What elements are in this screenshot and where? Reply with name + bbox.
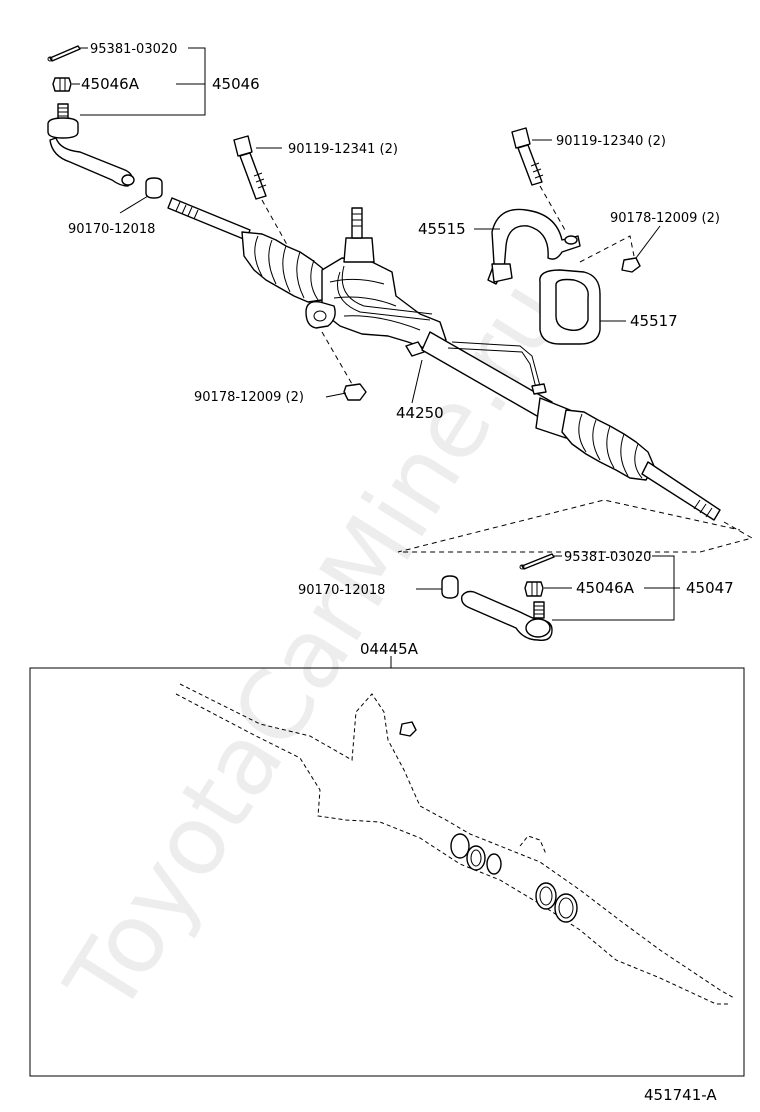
cotter-pin-right-icon — [519, 553, 555, 570]
label-washer-left: 90170-12018 — [68, 222, 155, 237]
gear-housing-icon — [305, 207, 447, 357]
bracket-nut-icon — [621, 257, 641, 273]
castle-nut-left-icon — [52, 77, 72, 92]
label-bolt-upper-left: 90119-12341 (2) — [288, 142, 398, 157]
rack-boot-right-icon — [561, 409, 655, 481]
rack-boot-left-icon — [241, 231, 329, 303]
label-tie-rod-end-left: 45046 — [212, 75, 260, 93]
rack-assembly-group: 90178-12009 (2) 44250 — [167, 197, 721, 521]
washer-left-icon — [145, 177, 163, 199]
label-nut-bracket: 90178-12009 (2) — [610, 211, 720, 226]
seal-nut-icon — [399, 721, 417, 737]
label-gasket-kit: 04445A — [360, 640, 419, 658]
rack-tube-icon — [421, 331, 571, 439]
bracket-group: 45515 90178-12009 (2) 45517 — [418, 208, 720, 345]
diagram-code: 451741-A — [644, 1086, 717, 1104]
label-nut-left: 45046A — [81, 75, 140, 93]
label-bolt-upper-right: 90119-12340 (2) — [556, 134, 666, 149]
gasket-kit-group: 04445A — [29, 640, 745, 1077]
mount-nut-icon — [343, 383, 367, 401]
label-cotter-pin-left: 95381-03020 — [90, 42, 177, 57]
rack-rod-right-icon — [641, 461, 721, 521]
label-cotter-pin-right: 95381-03020 — [564, 550, 651, 565]
rack-ghost-outline — [175, 683, 735, 1005]
cotter-pin-left-icon — [47, 45, 81, 62]
tie-rod-end-right-icon — [460, 590, 553, 641]
right-tie-rod-end-group: 95381-03020 45046A 45047 90170-12018 — [298, 550, 734, 641]
label-rack-assembly: 44250 — [396, 404, 444, 422]
label-bracket: 45515 — [418, 220, 466, 238]
seal-rings-icon — [450, 833, 578, 923]
upper-bolt-right-group: 90119-12340 (2) — [511, 127, 666, 231]
gasket-kit-frame — [29, 667, 745, 1077]
label-nut-right: 45046A — [576, 579, 635, 597]
label-tie-rod-end-right: 45047 — [686, 579, 734, 597]
label-washer-right: 90170-12018 — [298, 583, 385, 598]
bolt-right-icon — [511, 127, 544, 186]
assembly-guide-line — [397, 499, 754, 553]
castle-nut-right-icon — [524, 581, 544, 597]
left-tie-rod-end-group: 95381-03020 45046A 45046 90170-12018 — [47, 42, 260, 237]
bushing-icon — [539, 269, 601, 345]
upper-bolt-left-group: 90119-12341 (2) — [233, 135, 398, 251]
rack-rod-left-icon — [167, 197, 251, 241]
label-nut-mount: 90178-12009 (2) — [194, 390, 304, 405]
washer-right-icon — [441, 575, 459, 599]
bolt-left-icon — [233, 135, 267, 200]
label-bushing: 45517 — [630, 312, 678, 330]
tie-rod-end-left-icon — [47, 103, 135, 187]
bracket-icon — [487, 208, 581, 285]
